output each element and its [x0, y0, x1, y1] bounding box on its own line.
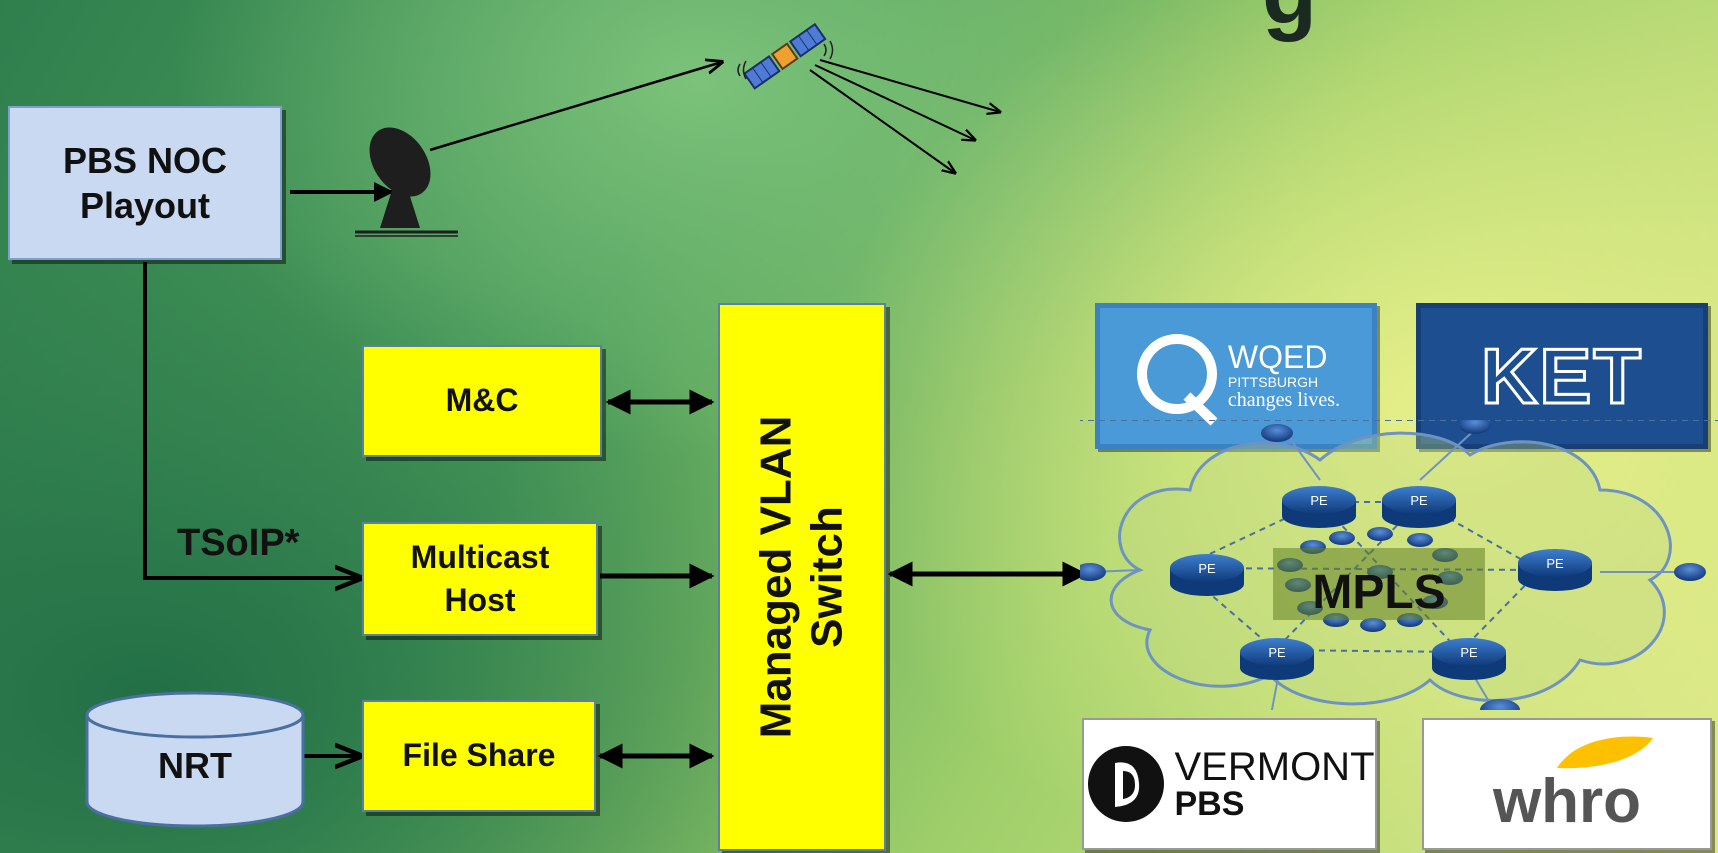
- multicast-host-box: Multicast Host: [362, 522, 598, 636]
- nrt-label: NRT: [158, 745, 232, 786]
- pe-router-bottom-left: PE: [1240, 638, 1314, 680]
- whro-name: whro: [1492, 766, 1642, 836]
- pe-label: PE: [1460, 645, 1478, 660]
- satellite-dish-icon: [355, 127, 458, 237]
- wqed-logo-tile: WQED PITTSBURGH changes lives.: [1095, 303, 1377, 449]
- title-fragment: g: [1262, 0, 1317, 45]
- mpls-label: MPLS: [1312, 566, 1446, 619]
- vlan-line-1: Managed VLAN: [751, 415, 801, 739]
- pe-label: PE: [1268, 645, 1286, 660]
- wqed-sub: PITTSBURGH: [1227, 373, 1319, 390]
- pe-router-top-left: PE: [1282, 486, 1356, 528]
- pe-label: PE: [1410, 493, 1428, 508]
- file-share-box: File Share: [362, 700, 596, 812]
- pe-router-right: PE: [1518, 549, 1592, 591]
- vermont-sub: PBS: [1174, 785, 1245, 823]
- wqed-name: WQED: [1227, 339, 1328, 376]
- noc-line-1: PBS NOC: [62, 140, 228, 181]
- nrt-database-icon: [85, 691, 305, 828]
- wqed-q-icon: [1136, 334, 1218, 426]
- pe-label: PE: [1546, 556, 1564, 571]
- pe-router-layer: PE PE PE PE PE PE: [1170, 486, 1592, 680]
- mc-label: M&C: [445, 382, 519, 419]
- pe-label: PE: [1310, 493, 1328, 508]
- mc-box: M&C: [362, 345, 602, 457]
- pe-label: PE: [1198, 561, 1216, 576]
- downlink-2: [814, 64, 975, 140]
- pbs-noc-playout-box: PBS NOC Playout: [8, 106, 282, 260]
- pe-router-top-right: PE: [1382, 486, 1456, 528]
- mpls-cloud: [1080, 420, 1718, 710]
- multicast-line-1: Multicast: [410, 538, 550, 575]
- file-share-label: File Share: [402, 737, 556, 774]
- downlink-3: [809, 69, 955, 173]
- ket-name: KET: [1480, 330, 1643, 421]
- whro-logo-tile: whro: [1422, 718, 1712, 850]
- noc-line-2: Playout: [79, 185, 211, 226]
- pe-router-left: PE: [1170, 554, 1244, 596]
- wqed-tagline: changes lives.: [1227, 388, 1341, 411]
- vermont-pbs-logo-tile: VERMONT PBS: [1082, 718, 1377, 850]
- multicast-line-2: Host: [444, 582, 516, 618]
- vermont-name: VERMONT: [1174, 745, 1375, 789]
- satellite-icon: [737, 22, 834, 90]
- pe-router-bottom-right: PE: [1432, 638, 1506, 680]
- pbs-head-icon: [1087, 746, 1164, 822]
- tsoip-label: TSoIP*: [177, 522, 300, 564]
- vlan-line-2: Switch: [802, 506, 851, 648]
- downlink-1: [819, 59, 1000, 112]
- managed-vlan-switch-box: Managed VLAN Switch: [718, 303, 886, 851]
- whro-leaf-icon: [1557, 735, 1653, 768]
- uplink-line: [429, 62, 722, 152]
- tsoip-line: [143, 262, 360, 578]
